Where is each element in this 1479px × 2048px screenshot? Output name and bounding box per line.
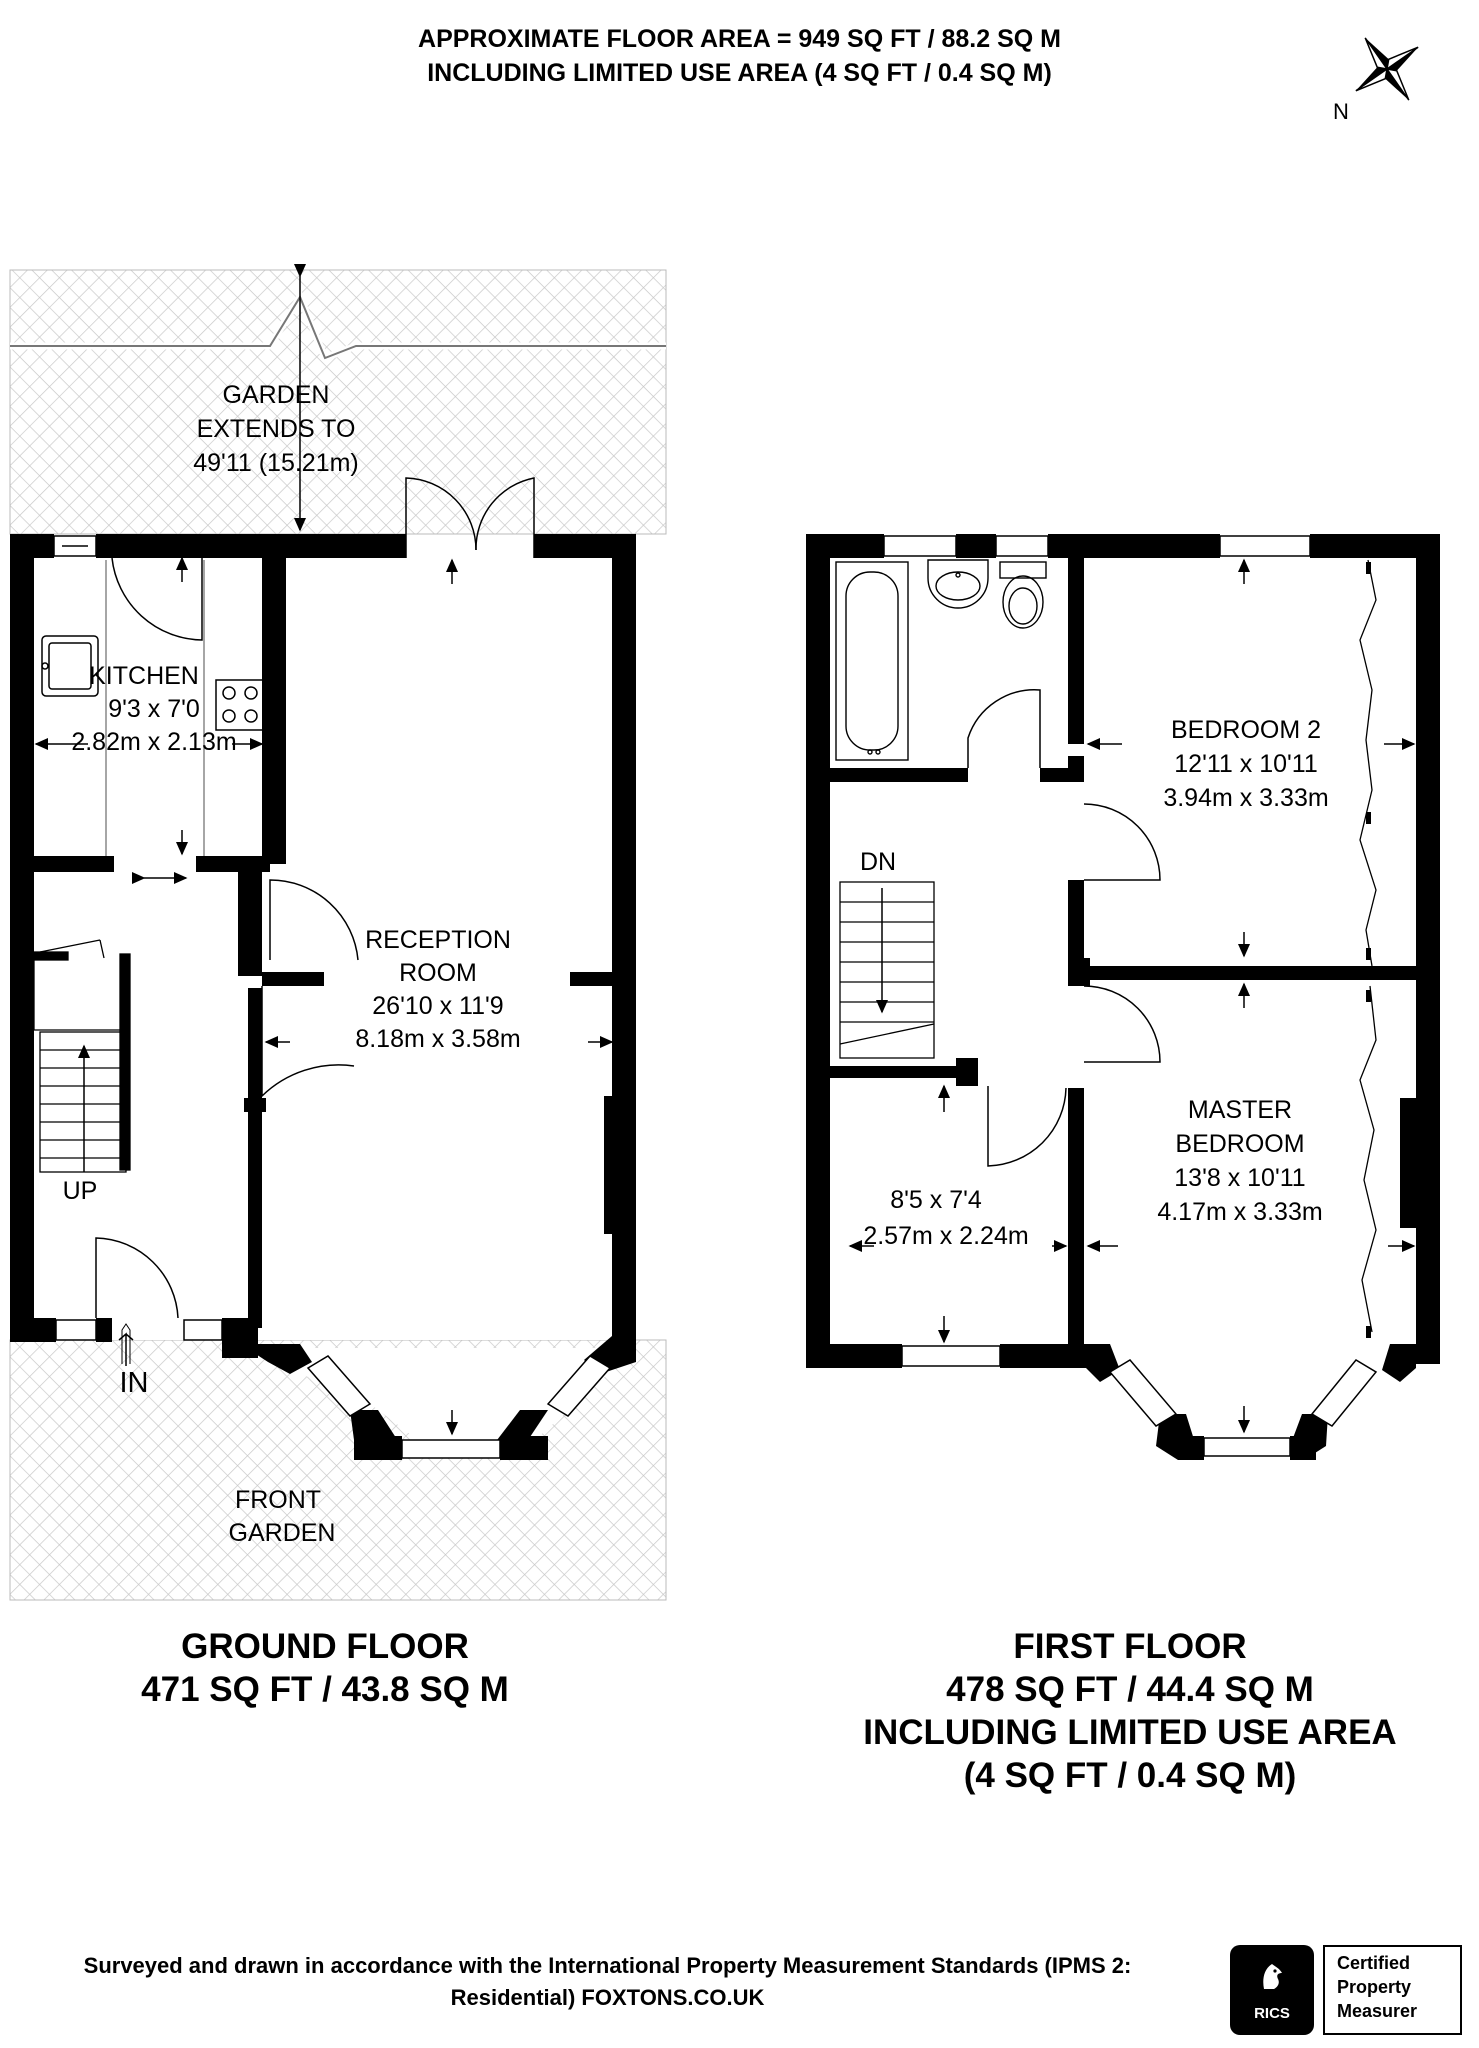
patio-doors (405, 477, 535, 558)
kitchen-fittings (105, 560, 205, 856)
compass-icon (1355, 37, 1419, 101)
footer-line-1: Surveyed and drawn in accordance with th… (83, 1953, 1132, 1978)
first-floor-title: FIRST FLOOR 478 SQ FT / 44.4 SQ M INCLUD… (800, 1625, 1460, 1797)
bedroom2-door (1083, 803, 1161, 881)
first-floor-windows (883, 535, 1378, 1457)
rics-line-1: Certified (1337, 1953, 1411, 1973)
ground-floor-area: 471 SQ FT / 43.8 SQ M (141, 1670, 509, 1709)
small-room-metric: 2.57m x 2.24m (863, 1222, 1028, 1250)
lion-icon (1263, 1964, 1282, 1989)
footer-line-2: Residential) FOXTONS.CO.UK (450, 1985, 765, 2010)
bedroom2-imperial: 12'11 x 10'11 (1174, 750, 1317, 778)
reception-label-2: ROOM (399, 959, 477, 987)
down-label: DN (860, 848, 896, 876)
sink-icon (41, 635, 99, 697)
floor-area-heading: APPROXIMATE FLOOR AREA = 949 SQ FT / 88.… (418, 25, 1061, 53)
up-label: UP (63, 1177, 98, 1205)
toilet-icon (999, 561, 1047, 629)
small-room-imperial: 8'5 x 7'4 (890, 1186, 982, 1214)
rics-badge: RICS Certified Property Measurer (1230, 1945, 1462, 2035)
bedroom2-metric: 3.94m x 3.33m (1163, 784, 1328, 812)
wardrobe-master (1359, 985, 1377, 1333)
bath-icon (835, 561, 909, 761)
ground-floor-windows (53, 535, 612, 1459)
garden-label: GARDEN (223, 381, 330, 409)
garden-extends-label: EXTENDS TO (197, 415, 356, 443)
first-floor-walls (806, 534, 1440, 1460)
front-garden-label: FRONT (235, 1486, 321, 1514)
bathroom-door (967, 689, 1041, 768)
entrance-label: IN (120, 1367, 149, 1399)
wardrobe-bedroom2 (1359, 559, 1377, 967)
first-floor-stairs (839, 881, 935, 1059)
kitchen-imperial: 9'3 x 7'0 (108, 695, 200, 723)
rics-line-3: Measurer (1337, 2001, 1418, 2021)
kitchen-label: KITCHEN (89, 662, 199, 690)
rics-logo-text: RICS (1254, 2005, 1290, 2022)
reception-imperial: 26'10 x 11'9 (372, 992, 503, 1020)
master-label-2: BEDROOM (1175, 1130, 1304, 1158)
ground-floor-name: GROUND FLOOR (181, 1627, 469, 1666)
reception-door (269, 879, 359, 961)
rics-logo: RICS (1230, 1945, 1314, 2035)
back-garden-area (9, 269, 667, 535)
ground-floor-title: GROUND FLOOR 471 SQ FT / 43.8 SQ M (100, 1625, 550, 1711)
front-garden-label-2: GARDEN (229, 1519, 336, 1547)
limited-use-area-heading: INCLUDING LIMITED USE AREA (4 SQ FT / 0.… (427, 59, 1052, 87)
first-floor-limited-area: (4 SQ FT / 0.4 SQ M) (963, 1756, 1297, 1795)
rics-certification-box: Certified Property Measurer (1323, 1945, 1462, 2035)
compass-north-label: N (1333, 99, 1349, 124)
first-floor-limited-label: INCLUDING LIMITED USE AREA (863, 1713, 1397, 1752)
first-floor-area: 478 SQ FT / 44.4 SQ M (946, 1670, 1314, 1709)
basin-icon (927, 559, 989, 609)
bedroom2-label: BEDROOM 2 (1171, 716, 1321, 744)
reception-metric: 8.18m x 3.58m (355, 1025, 520, 1053)
master-metric: 4.17m x 3.33m (1157, 1198, 1322, 1226)
footer-statement: Surveyed and drawn in accordance with th… (0, 1950, 1215, 2014)
garden-length-label: 49'11 (15.21m) (193, 449, 359, 477)
small-room-door (987, 1086, 1067, 1167)
ground-dimension-arrows (34, 556, 614, 1436)
kitchen-metric: 2.82m x 2.13m (71, 728, 236, 756)
front-door (95, 1237, 179, 1319)
rics-line-2: Property (1337, 1977, 1412, 1997)
master-label: MASTER (1188, 1096, 1292, 1124)
reception-side-door (261, 986, 355, 1098)
first-floor-name: FIRST FLOOR (1013, 1627, 1247, 1666)
master-imperial: 13'8 x 10'11 (1174, 1164, 1305, 1192)
hob-icon (215, 679, 265, 731)
first-dimension-arrows (848, 558, 1416, 1434)
kitchen-back-door (111, 557, 203, 641)
reception-label: RECEPTION (365, 926, 511, 954)
ground-floor-walls (10, 534, 636, 1460)
master-door (1083, 985, 1161, 1063)
